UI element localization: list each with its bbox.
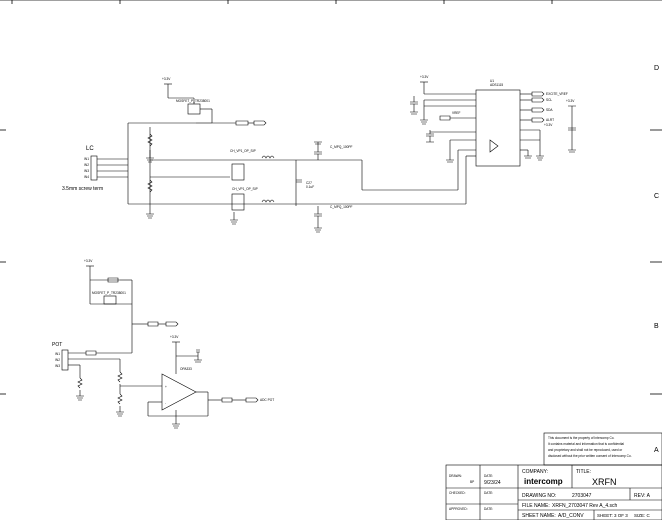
adc-block: U1 ADS1115 +3.3V VREF EXCITE_VREF SCL SD… [410,75,576,167]
rail-3v3-adc: +3.3V [420,75,429,79]
pot-connector: POT IN1 IN2 IN3 [52,324,162,417]
input-filter-chain: CH_VP1_OP_SIP CH_VP1_OP_SIP C_MPQ_100PF … [210,141,476,233]
vref-label: VREF [452,111,461,115]
rail-3v3-adc-right: +3.3V [566,99,575,103]
lc-connector-name: LC [86,146,94,152]
q-top-label: MOSFET_P_TR238001 [176,99,210,103]
file-name: XRFN_2703047 Rev A_4.sch [552,503,618,509]
pot-pin-2: IN2 [55,358,60,362]
checked-date-label: DATE: [484,491,493,495]
sheet-frame: D C B A [0,0,662,454]
title-block: This document is the property of Interco… [445,432,662,520]
title-value: XRFN [592,477,617,487]
drawing-no-label: DRAWING NO: [522,493,556,499]
lc-connector: LC IN1 IN2 IN3 IN4 3.5mm screw term [62,146,103,192]
notice-line-1: This document is the property of Interco… [548,436,615,440]
zone-label-c: C [654,193,659,200]
scl-label: SCL [546,98,552,102]
adc-pot-label: ADC POT [260,398,274,402]
checked-label: CHECKED: [449,491,466,495]
company-label: COMPANY: [522,469,548,475]
drawing-no: 2703047 [572,493,592,499]
zone-label-b: B [654,323,659,330]
drawn-date: 9/23/24 [484,480,501,486]
top-mosfet: +3.3V MOSFET_P_TR238001 [162,77,267,126]
opamp-plus: + [165,385,167,389]
lc-pin-2: IN2 [84,163,89,167]
zone-label-d: D [654,65,659,72]
rail-3v3-adc-mid: +3.3V [544,123,553,127]
c-top-label: C_MPQ_100PF [330,145,353,149]
c-mid-label: C27 [306,181,312,185]
lc-pin-1: IN1 [84,157,89,161]
rail-3v3-opamp: +3.3V [170,335,179,339]
ch-top-label: CH_VP1_OP_SIP [230,149,256,153]
opamp-label: OPA333 [180,367,192,371]
alrt-label: ALRT [546,118,554,122]
excite-label: EXCITE_VREF [546,92,568,96]
zone-label-a: A [654,447,659,454]
sheet-name: A/D_CONV [558,513,584,519]
adc-part-label: ADS1115 [490,83,503,87]
pot-connector-name: POT [52,342,62,348]
notice-line-3: and proprietary and shall not be reprodu… [548,448,623,452]
opamp-buffer: +3.3V OPA333 + - ADC POT [147,335,274,429]
sda-label: SDA [546,108,553,112]
lc-wiring [97,122,230,219]
title-label: TITLE: [576,469,591,475]
sheet-name-label: SHEET NAME: [522,513,556,519]
approved-label: APPROVED: [449,507,468,511]
c-bottom-label: C_MPQ_100PF [330,205,353,209]
company-logo: intercomp [524,477,563,486]
opamp-minus: - [165,401,166,405]
drawn-by: BP [470,480,474,484]
rail-3v3-bottom: +3.3V [84,259,93,263]
lc-caption: 3.5mm screw term [62,186,103,192]
rail-3v3-top: +3.3V [162,77,171,81]
pot-pin-3: IN3 [55,364,60,368]
approved-date-label: DATE: [484,507,493,511]
lc-pin-3: IN3 [84,169,89,173]
rev: REV: A [634,493,651,499]
drawn-label: DRAWN: [449,474,462,478]
lc-pin-4: IN4 [84,175,89,179]
notice-line-4: disclosed without the prior written cons… [548,454,632,458]
q-bottom-label: MOSFET_P_TR238001 [92,291,126,295]
bottom-mosfet: +3.3V MOSFET_P_TR238001 [84,259,179,327]
adc-ref-label: U1 [490,79,494,83]
date-label: DATE: [484,474,493,478]
notice-line-2: It contains material and information tha… [548,442,624,446]
sheet-number: SHEET: 3 OF 3 [597,513,628,518]
c-mid-value: 0.1uF [306,185,314,189]
sheet-size: SIZE: C [634,513,651,518]
ch-bottom-label: CH_VP1_OP_SIP [232,187,258,191]
pot-pin-1: IN1 [55,352,60,356]
file-name-label: FILE NAME: [522,503,550,509]
